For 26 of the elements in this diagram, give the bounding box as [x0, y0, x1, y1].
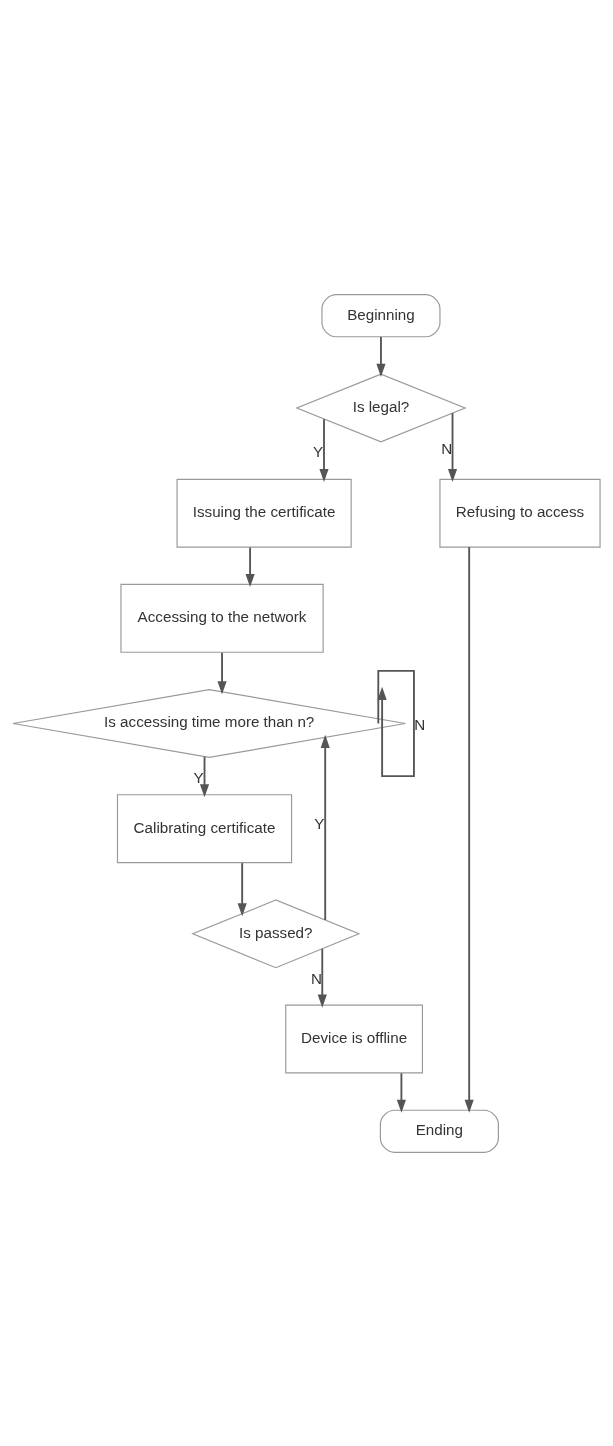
arrow: [317, 947, 327, 1008]
arrow: [396, 1071, 406, 1113]
arrow: [199, 755, 210, 797]
node-box: Beginning: [321, 293, 441, 337]
node-box: Accessing to the network: [120, 583, 324, 653]
edge-label: Y: [313, 442, 324, 460]
node-box: Device is offline: [285, 1004, 423, 1073]
arrow: [245, 546, 255, 587]
arrow: [217, 651, 227, 694]
edge-label: N: [310, 969, 322, 987]
node-box: Issuing the certificate: [176, 478, 352, 548]
arrow: [376, 335, 386, 377]
edge-label: N: [414, 715, 426, 733]
arrow: [377, 669, 415, 777]
node-diamond: Is legal?: [295, 373, 467, 443]
node-box: Calibrating certificate: [116, 793, 293, 863]
arrow: [447, 411, 458, 482]
arrow: [237, 861, 247, 916]
arrow: [319, 417, 329, 482]
edge-label: Y: [193, 768, 204, 786]
arrow: [320, 734, 330, 921]
node-diamond: Is passed?: [191, 898, 361, 968]
node-box: Refusing to access: [439, 478, 601, 548]
node-box: Ending: [379, 1109, 499, 1153]
edge-label: Y: [314, 814, 325, 832]
arrow: [464, 545, 474, 1113]
